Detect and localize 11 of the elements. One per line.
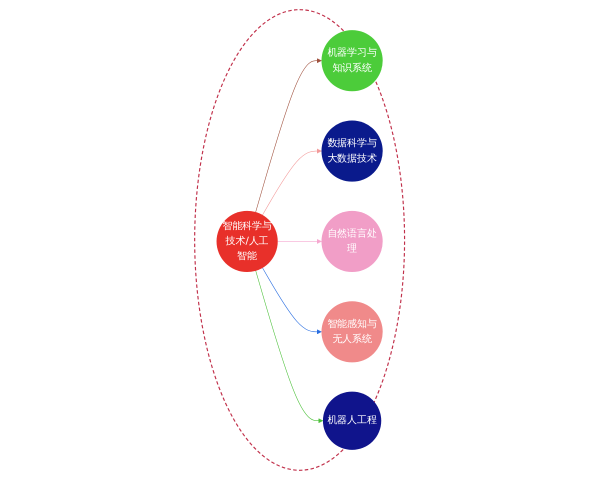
arrow — [278, 238, 322, 244]
arrow — [256, 270, 324, 424]
node-circle: 自然语言处理 — [322, 210, 384, 272]
node-circle: 机器人工程 — [323, 392, 382, 450]
node-circle: 机器学习与知识系统 — [322, 30, 384, 92]
arrow — [256, 58, 322, 212]
node-circle: 数据科学与大数据技术 — [322, 120, 384, 182]
arrow — [262, 148, 322, 216]
node-circle: 智能科学与技术/人工智能 — [216, 210, 278, 272]
arrow — [262, 268, 322, 334]
node-circle: 智能感知与无人系统 — [322, 301, 384, 362]
